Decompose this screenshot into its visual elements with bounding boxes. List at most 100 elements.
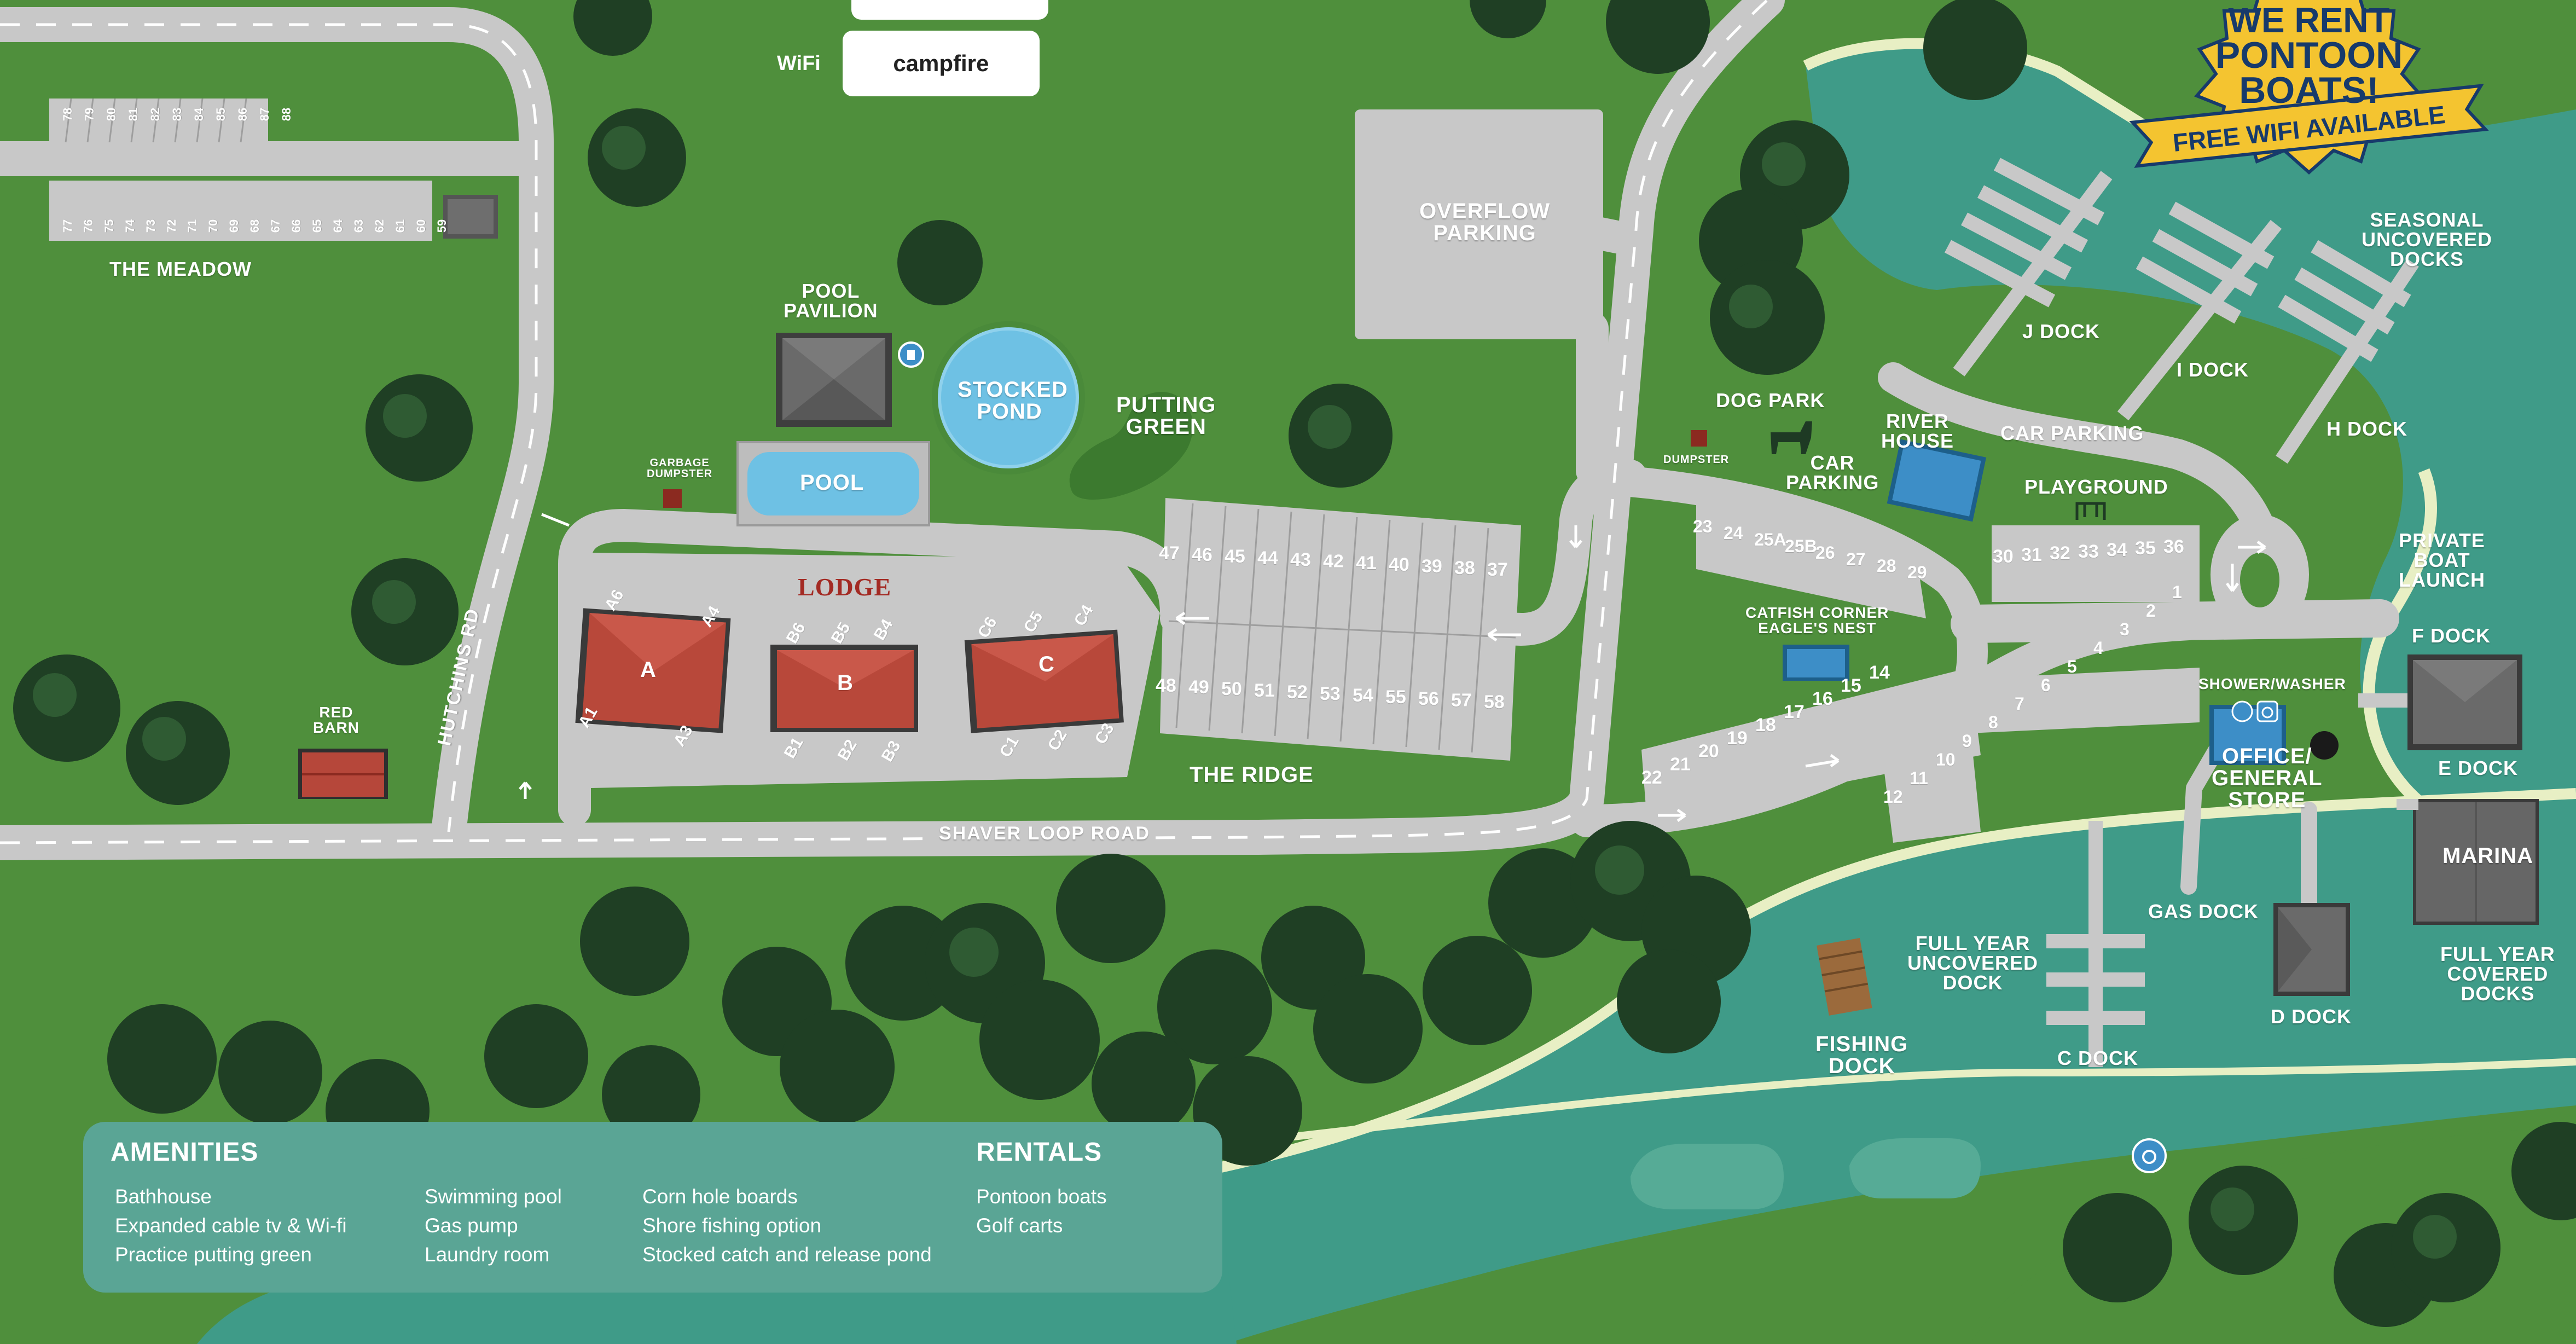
site-number: 9 <box>1962 731 1972 751</box>
garbage-dumpster-shape <box>663 489 682 508</box>
river-site-pad-east <box>1970 668 2200 733</box>
site-number: 25A <box>1754 530 1786 549</box>
label-shower-washer: SHOWER/WASHER <box>2198 675 2346 692</box>
tree <box>1923 0 2027 100</box>
site-number: 58 <box>1484 692 1505 712</box>
river-site-pad-mid <box>1992 525 2200 602</box>
site-number: 10 <box>1936 750 1956 769</box>
site-number: 86 <box>236 107 250 121</box>
site-number: 16 <box>1812 688 1833 709</box>
rentals-column: Pontoon boats Golf carts <box>976 1182 1107 1240</box>
lodge-c-building <box>964 629 1124 733</box>
site-number: 43 <box>1290 549 1311 570</box>
rental-item: Pontoon boats <box>976 1185 1107 1208</box>
site-number: 85 <box>214 107 228 121</box>
site-number: 87 <box>258 107 272 121</box>
tree <box>1157 949 1272 1064</box>
label-dog-park: DOG PARK <box>1716 389 1825 412</box>
site-number: 61 <box>393 219 408 233</box>
washer-icon <box>2256 700 2278 722</box>
amenities-heading: AMENITIES <box>111 1138 259 1167</box>
amenity-item: Shore fishing option <box>642 1214 822 1237</box>
amenity-item: Laundry room <box>425 1243 550 1266</box>
site-number: 52 <box>1287 682 1308 703</box>
road-dashes <box>0 0 1768 844</box>
info-box-top <box>851 0 1048 20</box>
pool-water <box>747 452 919 515</box>
site-number: 73 <box>144 219 158 233</box>
site-number: 38 <box>1454 558 1475 578</box>
site-number: 5 <box>2067 657 2077 676</box>
marina-road <box>1951 599 2399 643</box>
badge-line-2: PONTOON <box>2215 34 2403 76</box>
wifi-label: WiFi <box>777 51 821 75</box>
label-office-store: OFFICE/ GENERAL STORE <box>2212 744 2323 812</box>
site-number: 22 <box>1641 767 1662 788</box>
site-number: 45 <box>1225 546 1245 567</box>
amenity-item: Practice putting green <box>115 1243 312 1266</box>
shallows-2 <box>1849 1138 1981 1198</box>
site-number: 33 <box>2078 541 2099 562</box>
label-playground: PLAYGROUND <box>2024 476 2168 498</box>
rentals-heading: RENTALS <box>976 1138 1103 1167</box>
j-dock-shape <box>1944 158 2113 376</box>
arrow-icon <box>1569 525 1582 548</box>
site-number: 79 <box>83 107 97 121</box>
site-number: 48 <box>1156 675 1176 696</box>
arrow-icon <box>2225 564 2240 592</box>
label-the-ridge: THE RIDGE <box>1190 763 1314 787</box>
site-number: 47 <box>1159 543 1180 564</box>
arrow-icon <box>1658 808 1686 822</box>
label-e-dock: E DOCK <box>2438 757 2519 779</box>
label-catfish-corner: CATFISH CORNER EAGLE'S NEST <box>1745 604 1889 636</box>
site-number: 51 <box>1254 680 1275 701</box>
label-pool-pavilion: POOL PAVILION <box>784 280 878 322</box>
site-number: 7 <box>2015 694 2024 714</box>
tree <box>2511 1122 2576 1220</box>
label-car-parking: CAR PARKING <box>2000 422 2144 444</box>
tree <box>1423 936 1532 1045</box>
pavilion-restroom-icon <box>898 341 924 368</box>
site-number: 25B <box>1785 536 1817 556</box>
site-number: 4 <box>2093 638 2103 658</box>
site-number: 75 <box>102 219 117 233</box>
site-number: 69 <box>227 219 241 233</box>
amenities-column-2: Swimming pool Gas pump Laundry room <box>425 1182 562 1269</box>
lodge-unit-a: A <box>640 658 656 682</box>
arrow-icon <box>1487 628 1521 642</box>
tree <box>1617 949 1721 1053</box>
site-number: 27 <box>1846 549 1866 569</box>
label-f-dock: F DOCK <box>2412 624 2491 647</box>
pool-pavilion-building <box>776 333 892 427</box>
stocked-pond-water <box>938 327 1079 468</box>
site-number: 82 <box>148 107 163 121</box>
river-shore-bottom <box>1202 788 2576 1177</box>
river-drive <box>1615 466 1988 738</box>
site-number: 34 <box>2107 540 2127 560</box>
site-number: 32 <box>2050 543 2070 564</box>
tree <box>1606 0 1710 74</box>
tree <box>484 1004 588 1108</box>
label-overflow-parking: OVERFLOW PARKING <box>1419 199 1551 245</box>
badge-burst <box>2129 0 2489 175</box>
playground-icon <box>2075 502 2106 520</box>
amenity-item: Bathhouse <box>115 1185 212 1208</box>
site-number: 19 <box>1727 728 1748 749</box>
rental-item: Golf carts <box>976 1214 1063 1237</box>
label-putting-green: PUTTING GREEN <box>1116 393 1216 439</box>
site-number: 17 <box>1784 702 1805 722</box>
site-number: 81 <box>126 107 141 121</box>
site-number: 76 <box>82 219 96 233</box>
lodge-unit-c: C <box>1038 652 1054 676</box>
label-red-barn: RED BARN <box>313 704 359 736</box>
tree <box>780 1010 895 1125</box>
site-number: 71 <box>185 219 200 233</box>
site-number: 62 <box>373 219 387 233</box>
docks <box>1944 158 2419 1067</box>
site-number: 23 <box>1693 517 1713 536</box>
tree <box>1092 1032 1196 1136</box>
label-fishing-dock: FISHING DOCK <box>1815 1032 1908 1078</box>
label-car-parking-dog: CAR PARKING <box>1786 451 1879 494</box>
tree <box>1313 974 1423 1084</box>
site-number: 53 <box>1320 683 1341 704</box>
